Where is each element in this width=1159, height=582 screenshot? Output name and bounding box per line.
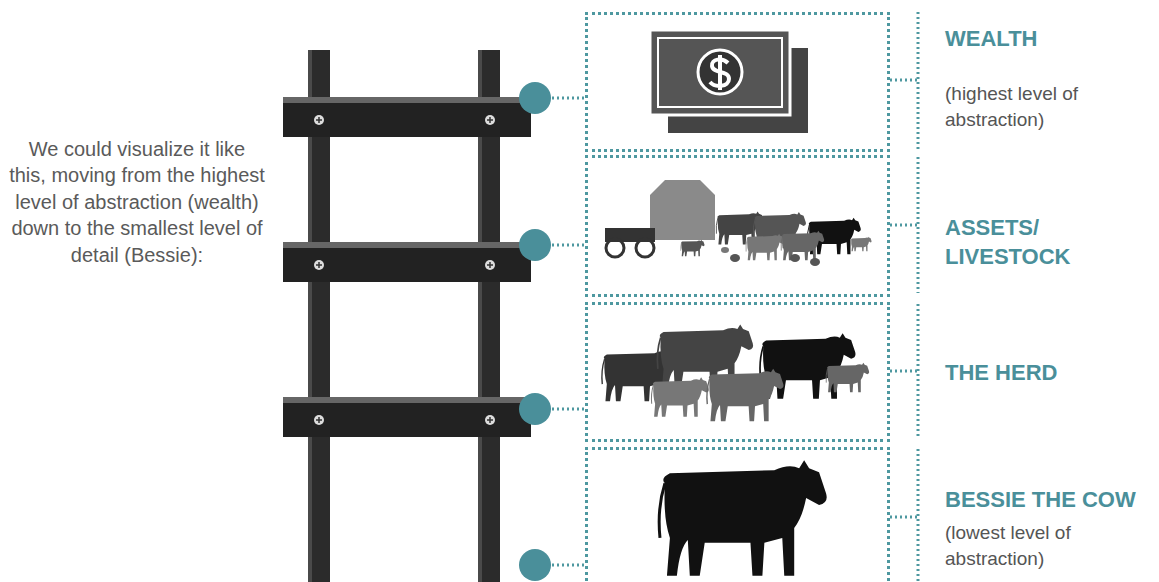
calf [851, 237, 872, 252]
leader-line [552, 244, 585, 247]
label-bracket [890, 157, 918, 293]
leader-line [552, 564, 585, 567]
level-markers [519, 82, 551, 581]
bill-frame [658, 38, 782, 107]
level-note: (lowest level of abstraction) [945, 520, 1145, 571]
money-icon [650, 30, 808, 133]
cow [746, 234, 784, 260]
ladder [283, 50, 531, 582]
level-dot [519, 229, 551, 261]
cow [707, 369, 784, 422]
rung [283, 242, 531, 282]
calf [651, 377, 708, 417]
bill-front [650, 30, 790, 115]
level-heading: ASSETS/ LIVESTOCK [945, 214, 1095, 271]
label-bracket [890, 449, 918, 582]
label-bracket [890, 304, 918, 438]
level-note: (highest level of abstraction) [945, 81, 1145, 132]
rung-top [283, 242, 531, 248]
wagon-wheel [606, 239, 624, 257]
cow-bessie [659, 460, 827, 575]
rung-top [283, 97, 531, 103]
wagon-wheel [636, 239, 654, 257]
herd [602, 325, 869, 422]
rung-top [283, 397, 531, 403]
level-heading: BESSIE THE COW [945, 486, 1159, 515]
barn [650, 180, 715, 240]
farm-assets [605, 180, 872, 266]
chicken [810, 258, 820, 266]
ladder-rung [283, 97, 531, 137]
level-heading: WEALTH [945, 25, 1155, 54]
leader-line [552, 408, 585, 411]
calf [681, 240, 705, 256]
chicken [721, 247, 729, 253]
intro-note: We could visualize it like this, moving … [8, 136, 266, 268]
leader-line [552, 97, 585, 100]
screw-slot [316, 262, 493, 268]
level-heading: THE HERD [945, 359, 1155, 388]
ladder-rung [283, 242, 531, 282]
rung [283, 397, 531, 437]
level-box: ASSETS/ LIVESTOCK [585, 155, 890, 297]
level-box: WEALTH(highest level of abstraction) [585, 12, 890, 152]
bill-seal [698, 50, 742, 94]
level-dot [519, 549, 551, 581]
level-box: THE HERD [585, 302, 890, 442]
calf [826, 363, 869, 393]
level-dot [519, 393, 551, 425]
ladder-rung [283, 397, 531, 437]
chicken [790, 254, 800, 262]
screw-slot [316, 117, 493, 123]
screw-slot [316, 417, 493, 423]
rung [283, 97, 531, 137]
chicken [730, 254, 740, 262]
dollar-sign [710, 55, 729, 90]
level-box: BESSIE THE COW(lowest level of abstracti… [585, 447, 890, 582]
level-dot [519, 82, 551, 114]
label-bracket [890, 12, 918, 150]
leader-lines [552, 12, 918, 582]
cow [781, 231, 824, 261]
